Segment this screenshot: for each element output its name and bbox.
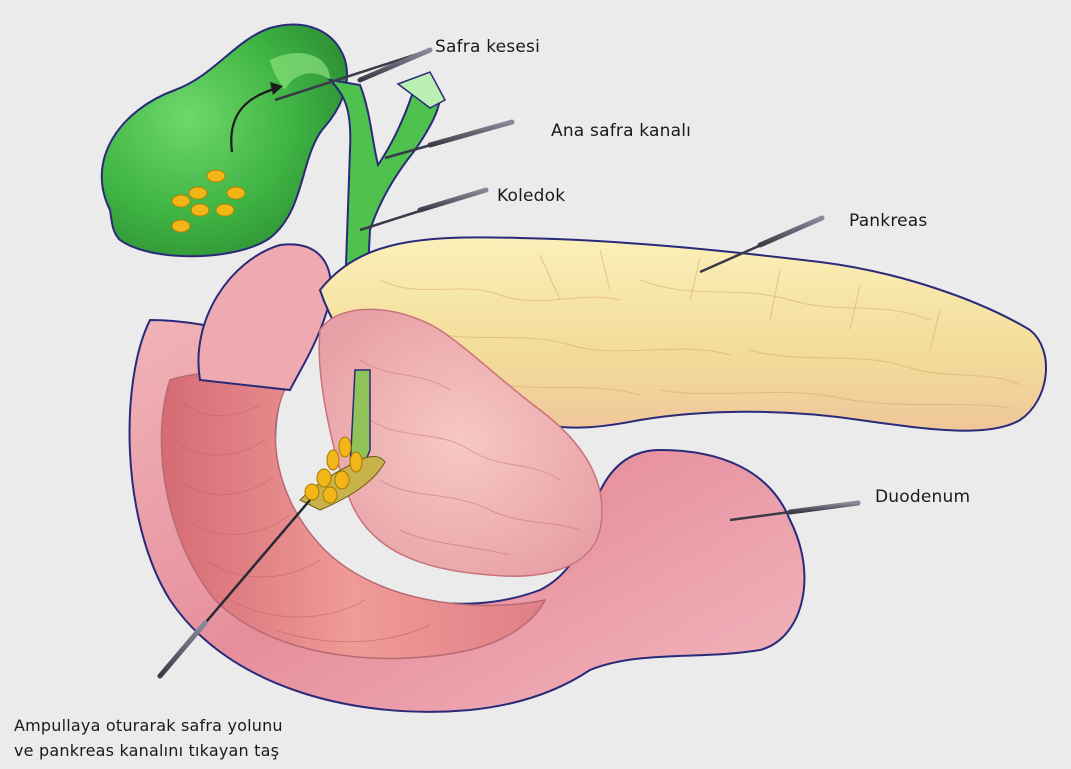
label-common-bile-duct: Koledok (497, 186, 565, 206)
label-stone: Ampullaya oturarak safra yolunu ve pankr… (14, 713, 374, 763)
label-pancreas: Pankreas (849, 211, 927, 231)
label-stone-line2: ve pankreas kanalını tıkayan taş (14, 738, 374, 763)
label-duodenum: Duodenum (875, 487, 970, 507)
label-stone-line1: Ampullaya oturarak safra yolunu (14, 713, 374, 738)
label-gallbladder: Safra kesesi (435, 37, 540, 57)
label-bile-duct: Ana safra kanalı (551, 121, 691, 141)
gallbladder (102, 25, 347, 257)
